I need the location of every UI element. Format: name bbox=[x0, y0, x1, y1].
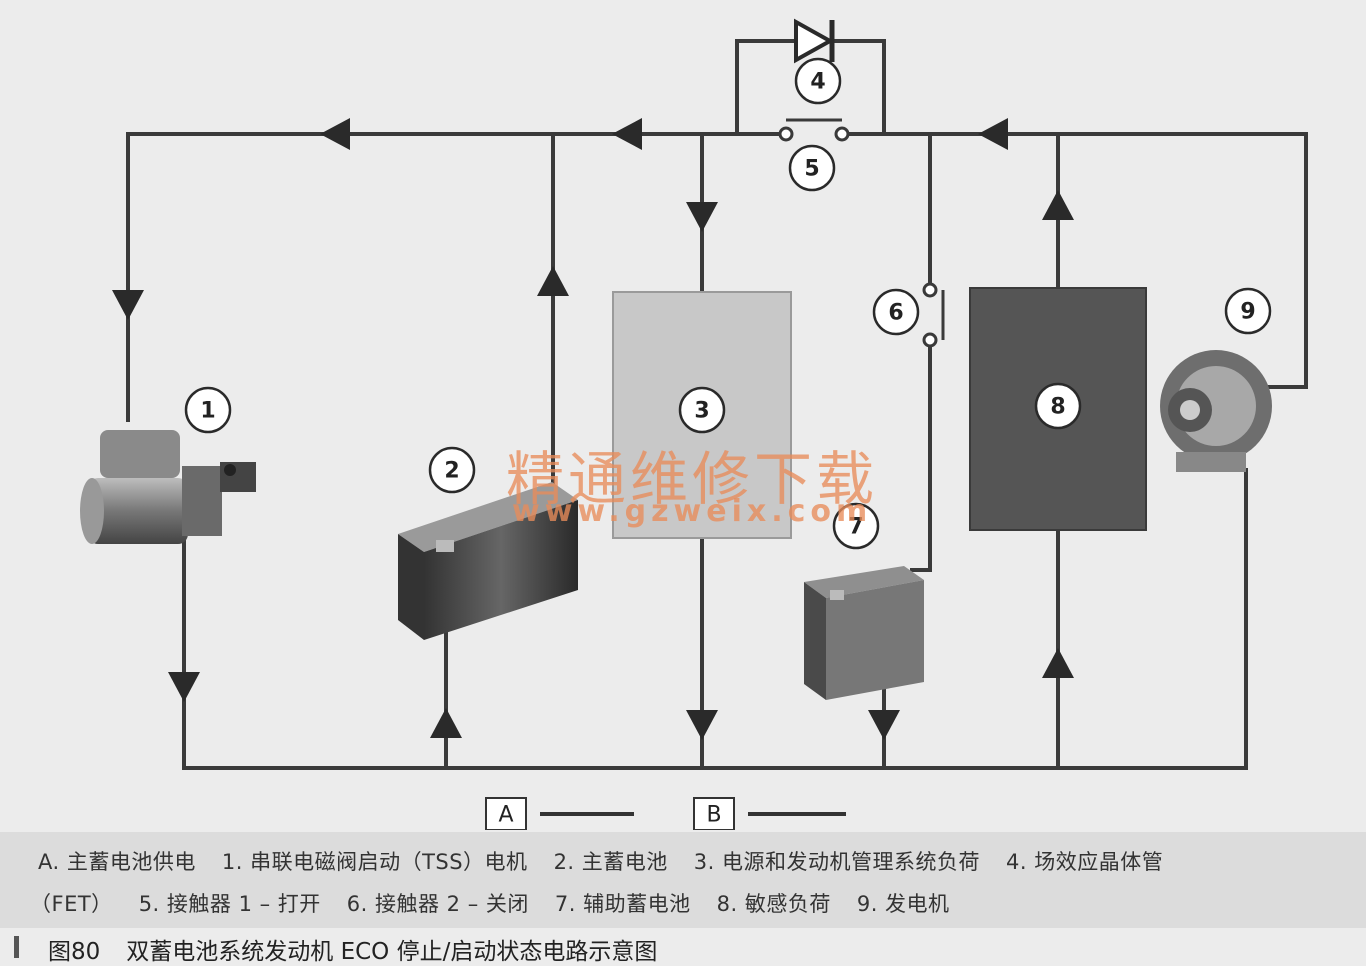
component-label-1: 1 bbox=[200, 399, 215, 424]
legend-a-box bbox=[485, 797, 527, 830]
arrow-top-right bbox=[978, 118, 1008, 150]
component-label-6: 6 bbox=[888, 301, 903, 326]
caption-item: 7. 辅助蓄电池 bbox=[554, 892, 691, 916]
arrow-box3-down-bottom bbox=[686, 710, 718, 740]
alternator-image bbox=[1160, 350, 1272, 472]
caption-item: 4. 场效应晶体管 bbox=[1006, 850, 1164, 874]
figure-title-bar bbox=[14, 936, 19, 958]
legend-b-box bbox=[693, 797, 735, 830]
arrow-top-left-2 bbox=[612, 118, 642, 150]
arrow-box8-up-top bbox=[1042, 190, 1074, 220]
arrow-top-left-1 bbox=[320, 118, 350, 150]
legend-b-label: B bbox=[706, 803, 721, 828]
figure-number: 图80 bbox=[48, 939, 101, 965]
caption-item: A. 主蓄电池供电 bbox=[38, 850, 196, 874]
arrow-left-down bbox=[112, 290, 144, 320]
caption-line-1: A. 主蓄电池供电 1. 串联电磁阀启动（TSS）电机 2. 主蓄电池 3. 电源和发… bbox=[38, 846, 1189, 876]
legend-a-label: A bbox=[498, 803, 513, 828]
caption-panel: A. 主蓄电池供电 1. 串联电磁阀启动（TSS）电机 2. 主蓄电池 3. 电源和发… bbox=[0, 832, 1366, 928]
caption-item: 9. 发电机 bbox=[856, 892, 950, 916]
contactor-5-open bbox=[778, 118, 850, 142]
watermark-text: 精通维修下载 bbox=[506, 445, 879, 513]
caption-item: 6. 接触器 2 – 关闭 bbox=[346, 892, 529, 916]
arrow-starter-down bbox=[168, 672, 200, 702]
contactor-6-closed bbox=[922, 282, 945, 348]
component-label-8: 8 bbox=[1050, 395, 1065, 420]
aux-battery-image bbox=[804, 566, 924, 700]
fet-diode-symbol bbox=[794, 18, 835, 64]
figure-title: 图80 双蓄电池系统发动机 ECO 停止/启动状态电路示意图 bbox=[0, 928, 1366, 966]
component-label-4: 4 bbox=[810, 70, 825, 95]
caption-item: 5. 接触器 1 – 打开 bbox=[138, 892, 321, 916]
main-battery-image bbox=[398, 482, 578, 640]
caption-item: 2. 主蓄电池 bbox=[553, 850, 668, 874]
arrow-aux-down bbox=[868, 710, 900, 740]
caption-line-2: （FET） 5. 接触器 1 – 打开 6. 接触器 2 – 关闭 7. 辅助蓄电池 8… bbox=[30, 888, 976, 918]
arrow-box3-down-top bbox=[686, 202, 718, 232]
legend: A B bbox=[485, 797, 846, 830]
caption-item: （FET） bbox=[30, 892, 113, 916]
starter-motor-image bbox=[80, 430, 256, 544]
caption-item: 1. 串联电磁阀启动（TSS）电机 bbox=[221, 850, 528, 874]
figure-title-text: 双蓄电池系统发动机 ECO 停止/启动状态电路示意图 bbox=[126, 939, 658, 965]
caption-item: 8. 敏感负荷 bbox=[716, 892, 831, 916]
component-label-9: 9 bbox=[1240, 300, 1255, 325]
component-label-7: 7 bbox=[848, 515, 863, 540]
component-label-2: 2 bbox=[444, 459, 459, 484]
caption-item: 3. 电源和发动机管理系统负荷 bbox=[693, 850, 980, 874]
watermark-url: www.gzweix.com bbox=[512, 494, 873, 529]
component-label-3: 3 bbox=[694, 399, 709, 424]
arrow-battery-up bbox=[537, 266, 569, 296]
arrow-box8-up-bottom bbox=[1042, 648, 1074, 678]
component-label-5: 5 bbox=[804, 157, 819, 182]
arrow-battery-bottom-up bbox=[430, 708, 462, 738]
circuit-diagram: 1 2 3 4 5 6 7 8 9 A B bbox=[80, 18, 1308, 830]
